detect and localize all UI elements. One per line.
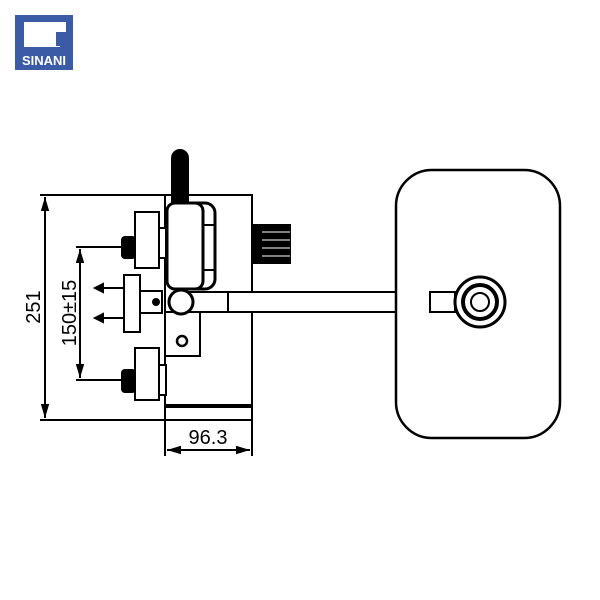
dimension-label-wall-depth: 96.3 bbox=[189, 427, 228, 449]
mirror-arm bbox=[167, 288, 461, 316]
ball-joint bbox=[429, 275, 507, 329]
sinani-logo: SINANI bbox=[15, 15, 73, 70]
bracket-middle bbox=[92, 274, 163, 333]
mirror-mount bbox=[165, 201, 217, 291]
bracket-bottom bbox=[121, 347, 167, 401]
dimension-label-overall-height: 251 bbox=[23, 290, 45, 323]
arm-bracket bbox=[164, 311, 201, 357]
dimension-wall-depth bbox=[164, 420, 253, 456]
bracket-top bbox=[121, 211, 167, 269]
dimension-label-bracket-spacing: 150±15 bbox=[59, 280, 81, 347]
logo-mark bbox=[24, 22, 66, 47]
adjustment-knob bbox=[251, 224, 291, 264]
logo-text: SINANI bbox=[22, 53, 66, 68]
